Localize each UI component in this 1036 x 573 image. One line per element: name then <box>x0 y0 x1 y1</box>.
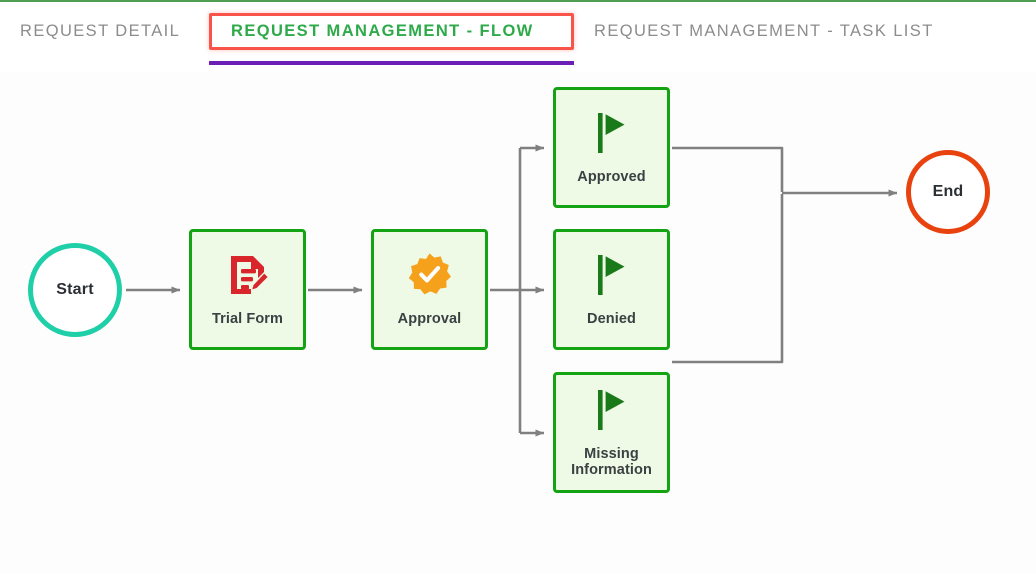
node-missing-information-label-line2: Information <box>571 461 652 478</box>
active-tab-highlight-box <box>209 13 574 50</box>
connector-layer <box>126 144 898 437</box>
node-start[interactable]: Start <box>28 243 122 337</box>
node-missing-information-label: Missing Information <box>571 446 652 478</box>
edge-approved-merge <box>672 146 784 192</box>
diagram-canvas: Start Trial Form <box>0 72 1036 573</box>
tab-request-detail[interactable]: REQUEST DETAIL <box>20 22 181 40</box>
node-approval-label: Approval <box>397 311 462 327</box>
tab-request-management-flow[interactable]: REQUEST MANAGEMENT - FLOW <box>231 22 534 40</box>
flag-icon <box>593 388 631 437</box>
flag-icon <box>593 111 631 160</box>
node-end[interactable]: End <box>906 150 990 234</box>
node-approved-label: Approved <box>577 168 646 185</box>
document-edit-icon <box>227 253 269 302</box>
node-trial-form[interactable]: Trial Form <box>189 229 306 350</box>
node-missing-information-label-line1: Missing <box>584 445 639 462</box>
node-start-label: Start <box>56 281 94 298</box>
node-end-label: End <box>932 183 964 200</box>
tab-bar: REQUEST DETAIL REQUEST MANAGEMENT - FLOW… <box>0 2 1036 72</box>
edge-denied-merge <box>672 194 784 364</box>
node-denied[interactable]: Denied <box>553 229 670 350</box>
node-missing-information[interactable]: Missing Information <box>553 372 670 493</box>
node-approval[interactable]: Approval <box>371 229 488 350</box>
tab-request-management-task-list[interactable]: REQUEST MANAGEMENT - TASK LIST <box>594 22 934 40</box>
node-denied-label: Denied <box>587 310 636 327</box>
active-tab-underline <box>209 61 574 65</box>
node-approved[interactable]: Approved <box>553 87 670 208</box>
flag-icon <box>593 253 631 302</box>
node-trial-form-label: Trial Form <box>211 310 284 327</box>
top-rule <box>0 0 1036 2</box>
approval-badge-icon <box>407 252 452 302</box>
